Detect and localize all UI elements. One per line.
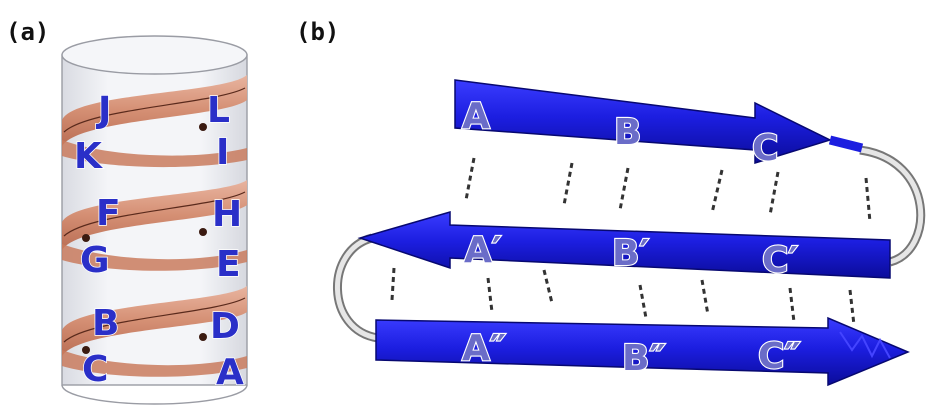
sheet-label: B [614, 112, 641, 153]
helix-label: L [207, 90, 230, 131]
sheet-labels: A B C A′ B′ C′ A″ B″ C″ [461, 95, 802, 380]
beta-strand-1 [454, 79, 864, 165]
sheet-label: C′ [762, 240, 798, 281]
helix-ribbon [62, 75, 247, 377]
sheet-label: C [752, 128, 778, 169]
sheet-label: A″ [462, 328, 506, 369]
sheet-loops [333, 145, 926, 343]
helix-labels: J L K I F H G E B D C A [73, 89, 245, 394]
sheet-label: A [462, 96, 490, 137]
helix-label: C [82, 349, 108, 390]
panel-a-label: (a) [6, 18, 50, 46]
helix-label: E [216, 244, 241, 285]
sheet-label: B′ [612, 233, 649, 274]
helix-label: B [92, 303, 119, 344]
beta-strand-3 [375, 316, 910, 387]
sheet-label: B″ [622, 338, 666, 379]
helix-label: F [96, 193, 121, 234]
helix-label: H [212, 194, 242, 235]
helix-label: D [210, 306, 240, 347]
helix-label: G [80, 240, 110, 281]
helix-label: J [95, 90, 111, 131]
sheet-label: A′ [464, 230, 501, 271]
helix-label: K [74, 136, 103, 177]
helix-label: I [216, 132, 229, 173]
hydrogen-bonds [390, 157, 872, 326]
beta-strand-2 [357, 211, 891, 279]
panel-b-label: (b) [296, 18, 340, 46]
sheet-label: C″ [758, 336, 801, 377]
helix-label: A [216, 352, 244, 393]
